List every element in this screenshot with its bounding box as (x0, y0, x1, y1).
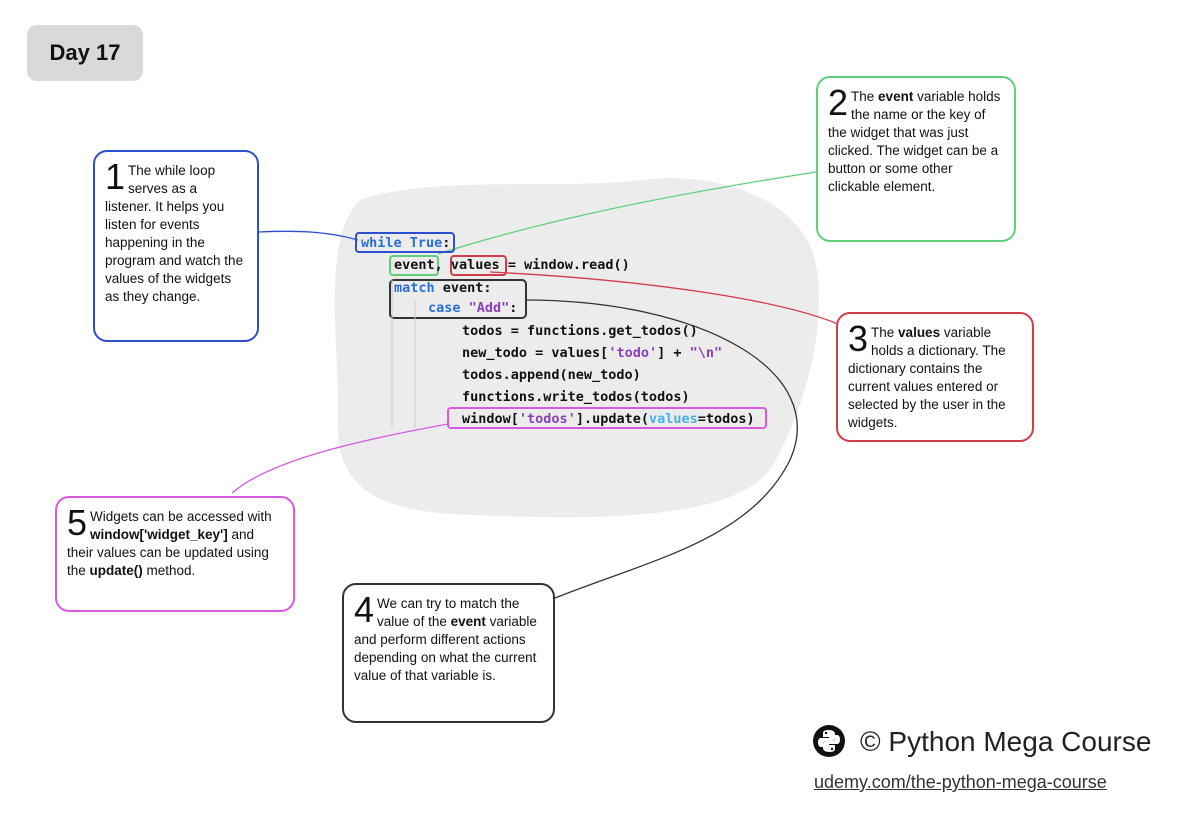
code-var-event: event (394, 257, 435, 273)
code-line-2: event, values = window.read() (394, 255, 630, 275)
code-line-1: while True: (361, 233, 450, 253)
note-text-post: method. (142, 563, 196, 578)
note-text-pre: We can try to match the value of the (377, 596, 520, 629)
code-line-6: new_todo = values['todo'] + "\n" (462, 343, 722, 363)
note-text-bold: values (898, 325, 941, 340)
note-text-bold: event (450, 614, 486, 629)
code-text: = window.read() (499, 257, 630, 273)
code-string: 'todos' (518, 411, 576, 427)
code-string: 'todo' (608, 345, 658, 361)
code-text: new_todo = values[ (462, 345, 609, 361)
code-keyword: while (361, 235, 402, 251)
note-text-bold: event (878, 89, 914, 104)
code-text: =todos) (697, 411, 755, 427)
code-text: ] + (657, 345, 690, 361)
code-keyword: True (409, 235, 443, 251)
day-badge: Day 17 (27, 25, 143, 81)
code-line-7: todos.append(new_todo) (462, 367, 641, 383)
code-text: , (434, 257, 443, 273)
note-text-post: variable holds the name or the key of th… (828, 89, 1001, 194)
connector-line-5 (231, 423, 449, 494)
code-keyword: match (394, 280, 435, 296)
note-text-pre: The (871, 325, 899, 340)
code-text: event: (434, 280, 492, 296)
note-number: 4 (354, 589, 375, 630)
note-number: 3 (848, 318, 869, 359)
note-text: The while loop serves as a listener. It … (105, 163, 244, 304)
connector-line-1 (258, 230, 359, 241)
note-number: 5 (67, 502, 88, 543)
code-line-5: todos = functions.get_todos() (462, 323, 698, 339)
note-text-post: variable and perform different actions d… (354, 614, 537, 683)
code-keyword: case (428, 300, 461, 316)
code-var-values: values (450, 257, 500, 273)
note-text-mid: and their values can be updated using th… (67, 527, 269, 578)
note-text-pre: The (851, 89, 879, 104)
code-line-4: case "Add": (428, 298, 517, 318)
code-text: ].update( (575, 411, 649, 427)
note-text-bold: update() (89, 563, 143, 578)
code-string: "\n" (689, 345, 723, 361)
note-number: 1 (105, 156, 126, 197)
code-text: window[ (462, 411, 519, 427)
connector-line-2 (437, 171, 817, 255)
note-number: 2 (828, 82, 849, 123)
python-logo-icon (813, 725, 845, 757)
connector-line-3 (489, 271, 839, 325)
code-line-9: window['todos'].update(values=todos) (462, 409, 755, 429)
note-text-post: variable holds a dictionary. The diction… (848, 325, 1006, 430)
code-string: "Add" (468, 300, 510, 316)
footer-brand: © Python Mega Course (860, 726, 1152, 757)
code-text: : (509, 300, 518, 316)
code-line-8: functions.write_todos(todos) (462, 389, 690, 405)
code-line-3: match event: (394, 278, 492, 298)
footer-link[interactable]: udemy.com/the-python-mega-course (814, 772, 1107, 792)
code-text: : (442, 235, 451, 251)
code-param: values (648, 411, 698, 427)
note-text-bold: window['widget_key'] (90, 527, 228, 542)
note-text-pre: Widgets can be accessed with (90, 509, 272, 524)
